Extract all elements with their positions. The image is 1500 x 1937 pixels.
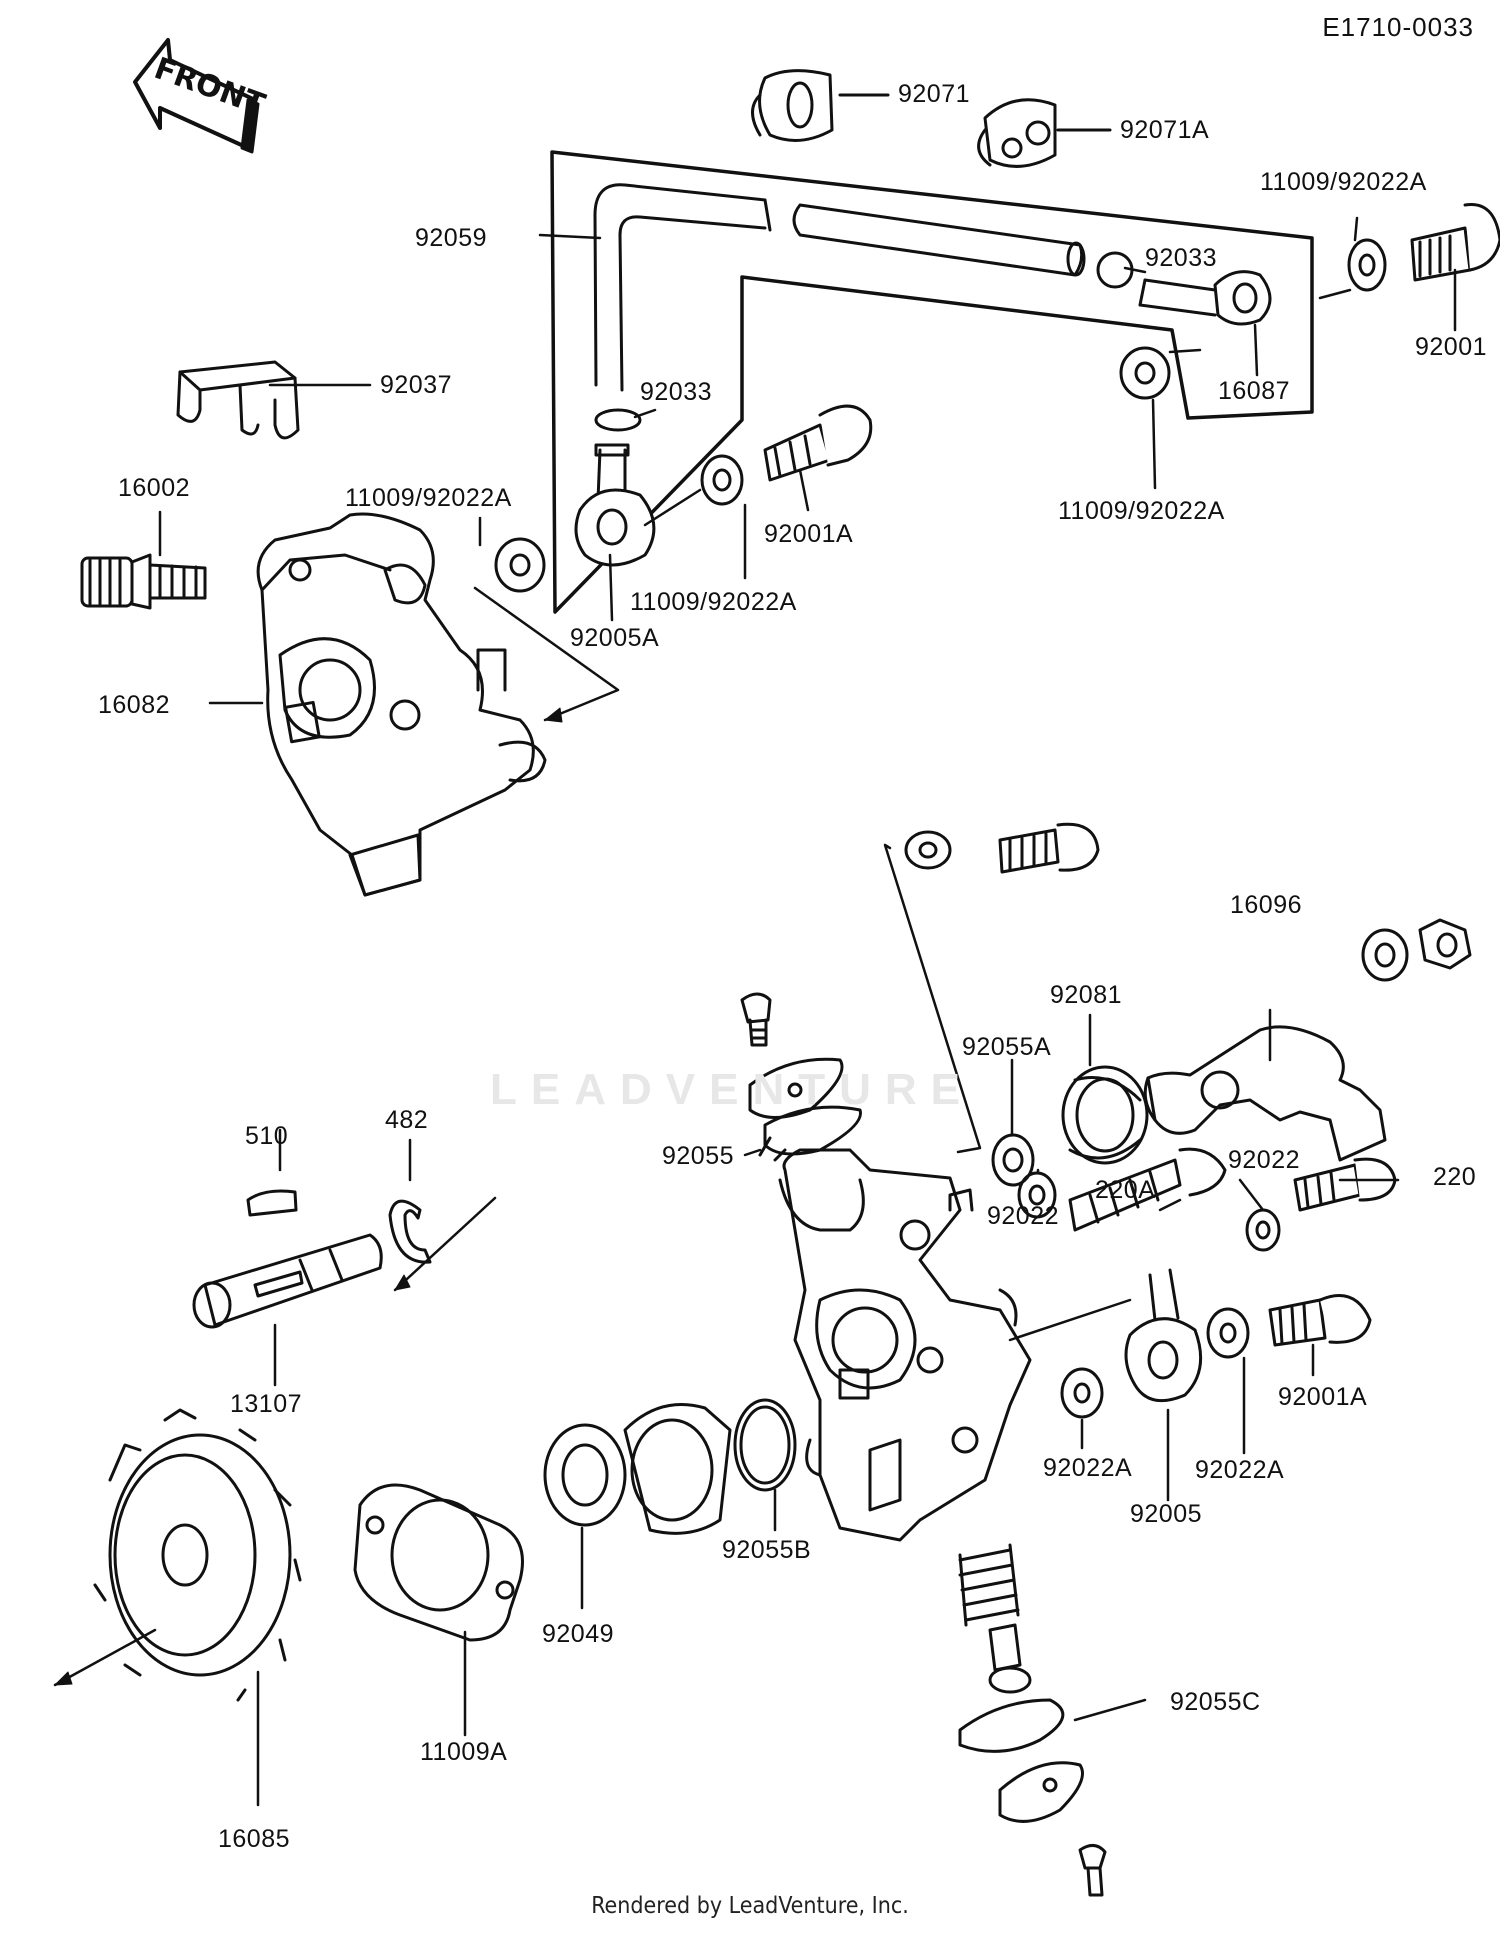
oring-92055b [733, 1398, 797, 1492]
clip-92033-top [1096, 251, 1134, 289]
cup-housing [623, 1403, 732, 1535]
part-label: 11009/92022A [345, 484, 512, 512]
washer-92022a-right [1206, 1307, 1250, 1359]
bolt-220 [1293, 1157, 1397, 1212]
part-label: 92005A [570, 624, 660, 652]
part-label: 92022 [987, 1202, 1060, 1230]
part-label: 92022A [1043, 1454, 1133, 1482]
part-16096 [1143, 1025, 1387, 1162]
part-label: 11009/92022A [1260, 168, 1427, 196]
leader-arrow-shaft [393, 1196, 497, 1292]
part-label: 16087 [1218, 377, 1291, 405]
part-label: 92081 [1050, 981, 1123, 1009]
part-label: 16096 [1230, 891, 1303, 919]
shaft-13107 [192, 1233, 383, 1329]
part-label: 11009/92022A [630, 588, 797, 616]
footer-credit: Rendered by LeadVenture, Inc. [591, 1893, 909, 1919]
leader-arrow-gear [53, 1628, 157, 1687]
cover-bottom [998, 1761, 1084, 1823]
part-label: 92071A [1120, 116, 1210, 144]
diagram-code: E1710-0033 [1322, 12, 1474, 42]
oil-pump-16082 [256, 512, 547, 897]
oil-hose [593, 183, 1086, 392]
part-label: 482 [385, 1106, 429, 1134]
part-92081 [1061, 1065, 1149, 1165]
part-label: 92001 [1415, 333, 1488, 361]
part-label: 16085 [218, 1825, 291, 1853]
front-arrow-icon: FRONT [133, 38, 270, 154]
leader-lines-upper [158, 216, 1457, 705]
bolt-16002 [80, 553, 207, 610]
banjo-92005 [1124, 1268, 1203, 1403]
spring [958, 1543, 1020, 1627]
washer-mid [700, 454, 744, 506]
part-label: 13107 [230, 1390, 303, 1418]
washer-top-right [1347, 238, 1387, 292]
screw-bottom [1078, 1844, 1107, 1897]
banjo-92005a [574, 443, 656, 567]
bolt-lower-top [998, 822, 1100, 874]
part-label: 92022 [1228, 1146, 1301, 1174]
part-label: 92037 [380, 371, 453, 399]
cover-92055 [748, 1057, 862, 1162]
part-label: 92001A [764, 520, 854, 548]
seal-92049 [543, 1423, 627, 1527]
plunger [988, 1623, 1032, 1694]
nut-16096 [1418, 918, 1472, 970]
bolt-92001a-lower [1268, 1294, 1372, 1347]
washer-16096 [1361, 928, 1409, 982]
key-510 [246, 1189, 298, 1217]
leader-pump-line [1008, 1298, 1132, 1342]
leader-lines-lower [256, 1008, 1400, 1807]
clip-92033-left [594, 408, 642, 432]
grommet-92071a [977, 98, 1112, 168]
part-label: 92022A [1195, 1456, 1285, 1484]
part-label: 11009A [420, 1738, 508, 1766]
gasket-11009a [353, 1483, 524, 1642]
bolt-92001 [1410, 202, 1500, 282]
part-label: 92049 [542, 1620, 615, 1648]
grommet-92071 [751, 69, 890, 142]
washer-left [494, 537, 546, 593]
part-label: 92001A [1278, 1383, 1368, 1411]
gasket-92055c [958, 1698, 1065, 1753]
banjo-16087 [1138, 270, 1272, 326]
circlip-482 [388, 1199, 432, 1264]
part-label: 92055B [722, 1536, 812, 1564]
part-label: 510 [245, 1122, 289, 1150]
oil-pump-lower [778, 1148, 1032, 1542]
leader-bolt-line [883, 843, 982, 1154]
leader-arrow-pump [473, 586, 620, 722]
washer-lower-top [904, 830, 952, 870]
part-label: 92055A [962, 1033, 1052, 1061]
screw-top [740, 992, 772, 1047]
part-label: 92055 [662, 1142, 735, 1170]
part-label: 92033 [640, 378, 713, 406]
seal-92055a [991, 1133, 1035, 1187]
part-label: 220A [1095, 1176, 1156, 1204]
part-label: 92059 [415, 224, 488, 252]
washer-lower-right [1119, 346, 1171, 400]
washer-92022-b [1245, 1208, 1281, 1252]
bolt-92001a-top [763, 404, 873, 482]
washer-92022-a [1017, 1171, 1057, 1219]
part-label: 16002 [118, 474, 191, 502]
part-label: 92033 [1145, 244, 1218, 272]
part-label: 92071 [898, 80, 971, 108]
part-label: 16082 [98, 691, 171, 719]
washer-92022a-left [1060, 1367, 1104, 1419]
watermark: LEADVENTURE [490, 1065, 975, 1114]
part-label: 92055C [1170, 1688, 1261, 1716]
gear-16085 [93, 1408, 302, 1702]
bolt-220a [1068, 1147, 1227, 1232]
part-label: 11009/92022A [1058, 497, 1225, 525]
part-label: 92005 [1130, 1500, 1203, 1528]
clip-92037 [176, 360, 300, 440]
part-label: 220 [1433, 1163, 1477, 1191]
